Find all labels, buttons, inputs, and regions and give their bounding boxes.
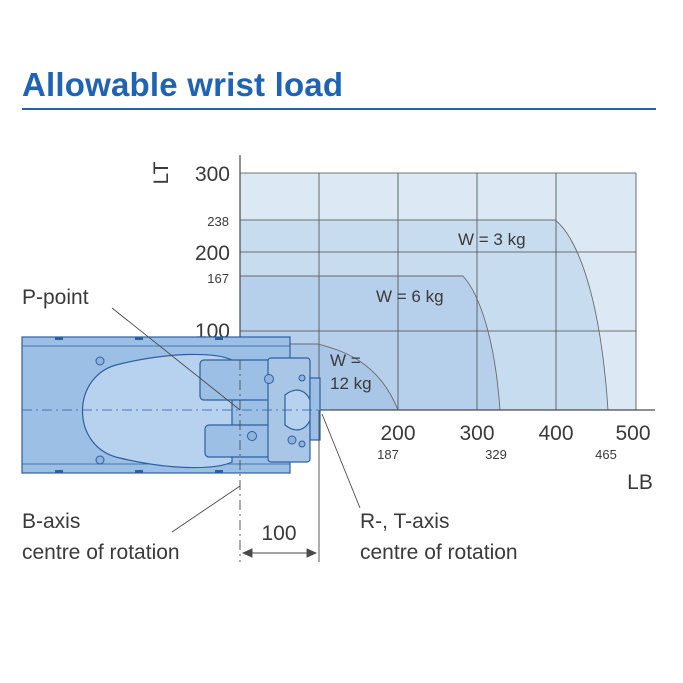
dimension-lines: [111, 307, 361, 562]
zone-label-w12-a: W =: [330, 351, 361, 370]
y-axis-label: LT: [150, 161, 173, 184]
x-axis-label: LB: [627, 471, 653, 494]
mark-lt-167: 167: [207, 271, 229, 286]
b-axis-label: B-axis: [22, 510, 80, 533]
x-tick-200: 200: [380, 422, 415, 445]
rt-axis-sub-label: centre of rotation: [360, 541, 518, 564]
page-title: Allowable wrist load: [22, 66, 344, 103]
zone-boundaries: [240, 219, 609, 411]
x-tick-500: 500: [615, 422, 650, 445]
mark-lb-329: 329: [485, 447, 507, 462]
robot-arm-illustration: [21, 336, 330, 474]
zone-label-w3: W = 3 kg: [458, 230, 526, 249]
y-tick-200: 200: [195, 242, 230, 265]
b-axis-sub-label: centre of rotation: [22, 541, 180, 564]
grid-lines: [240, 172, 637, 410]
x-tick-400: 400: [538, 422, 573, 445]
rt-axis-label: R-, T-axis: [360, 510, 449, 533]
mark-lb-187: 187: [377, 447, 399, 462]
title-underline: [22, 108, 656, 110]
y-tick-300: 300: [195, 163, 230, 186]
mark-lt-238: 238: [207, 214, 229, 229]
dimension-label: 100: [261, 522, 296, 545]
zone-label-w6: W = 6 kg: [376, 287, 444, 306]
x-tick-300: 300: [459, 422, 494, 445]
p-point-label: P-point: [22, 286, 89, 309]
zone-label-w12-b: 12 kg: [330, 374, 372, 393]
mark-lb-465: 465: [595, 447, 617, 462]
